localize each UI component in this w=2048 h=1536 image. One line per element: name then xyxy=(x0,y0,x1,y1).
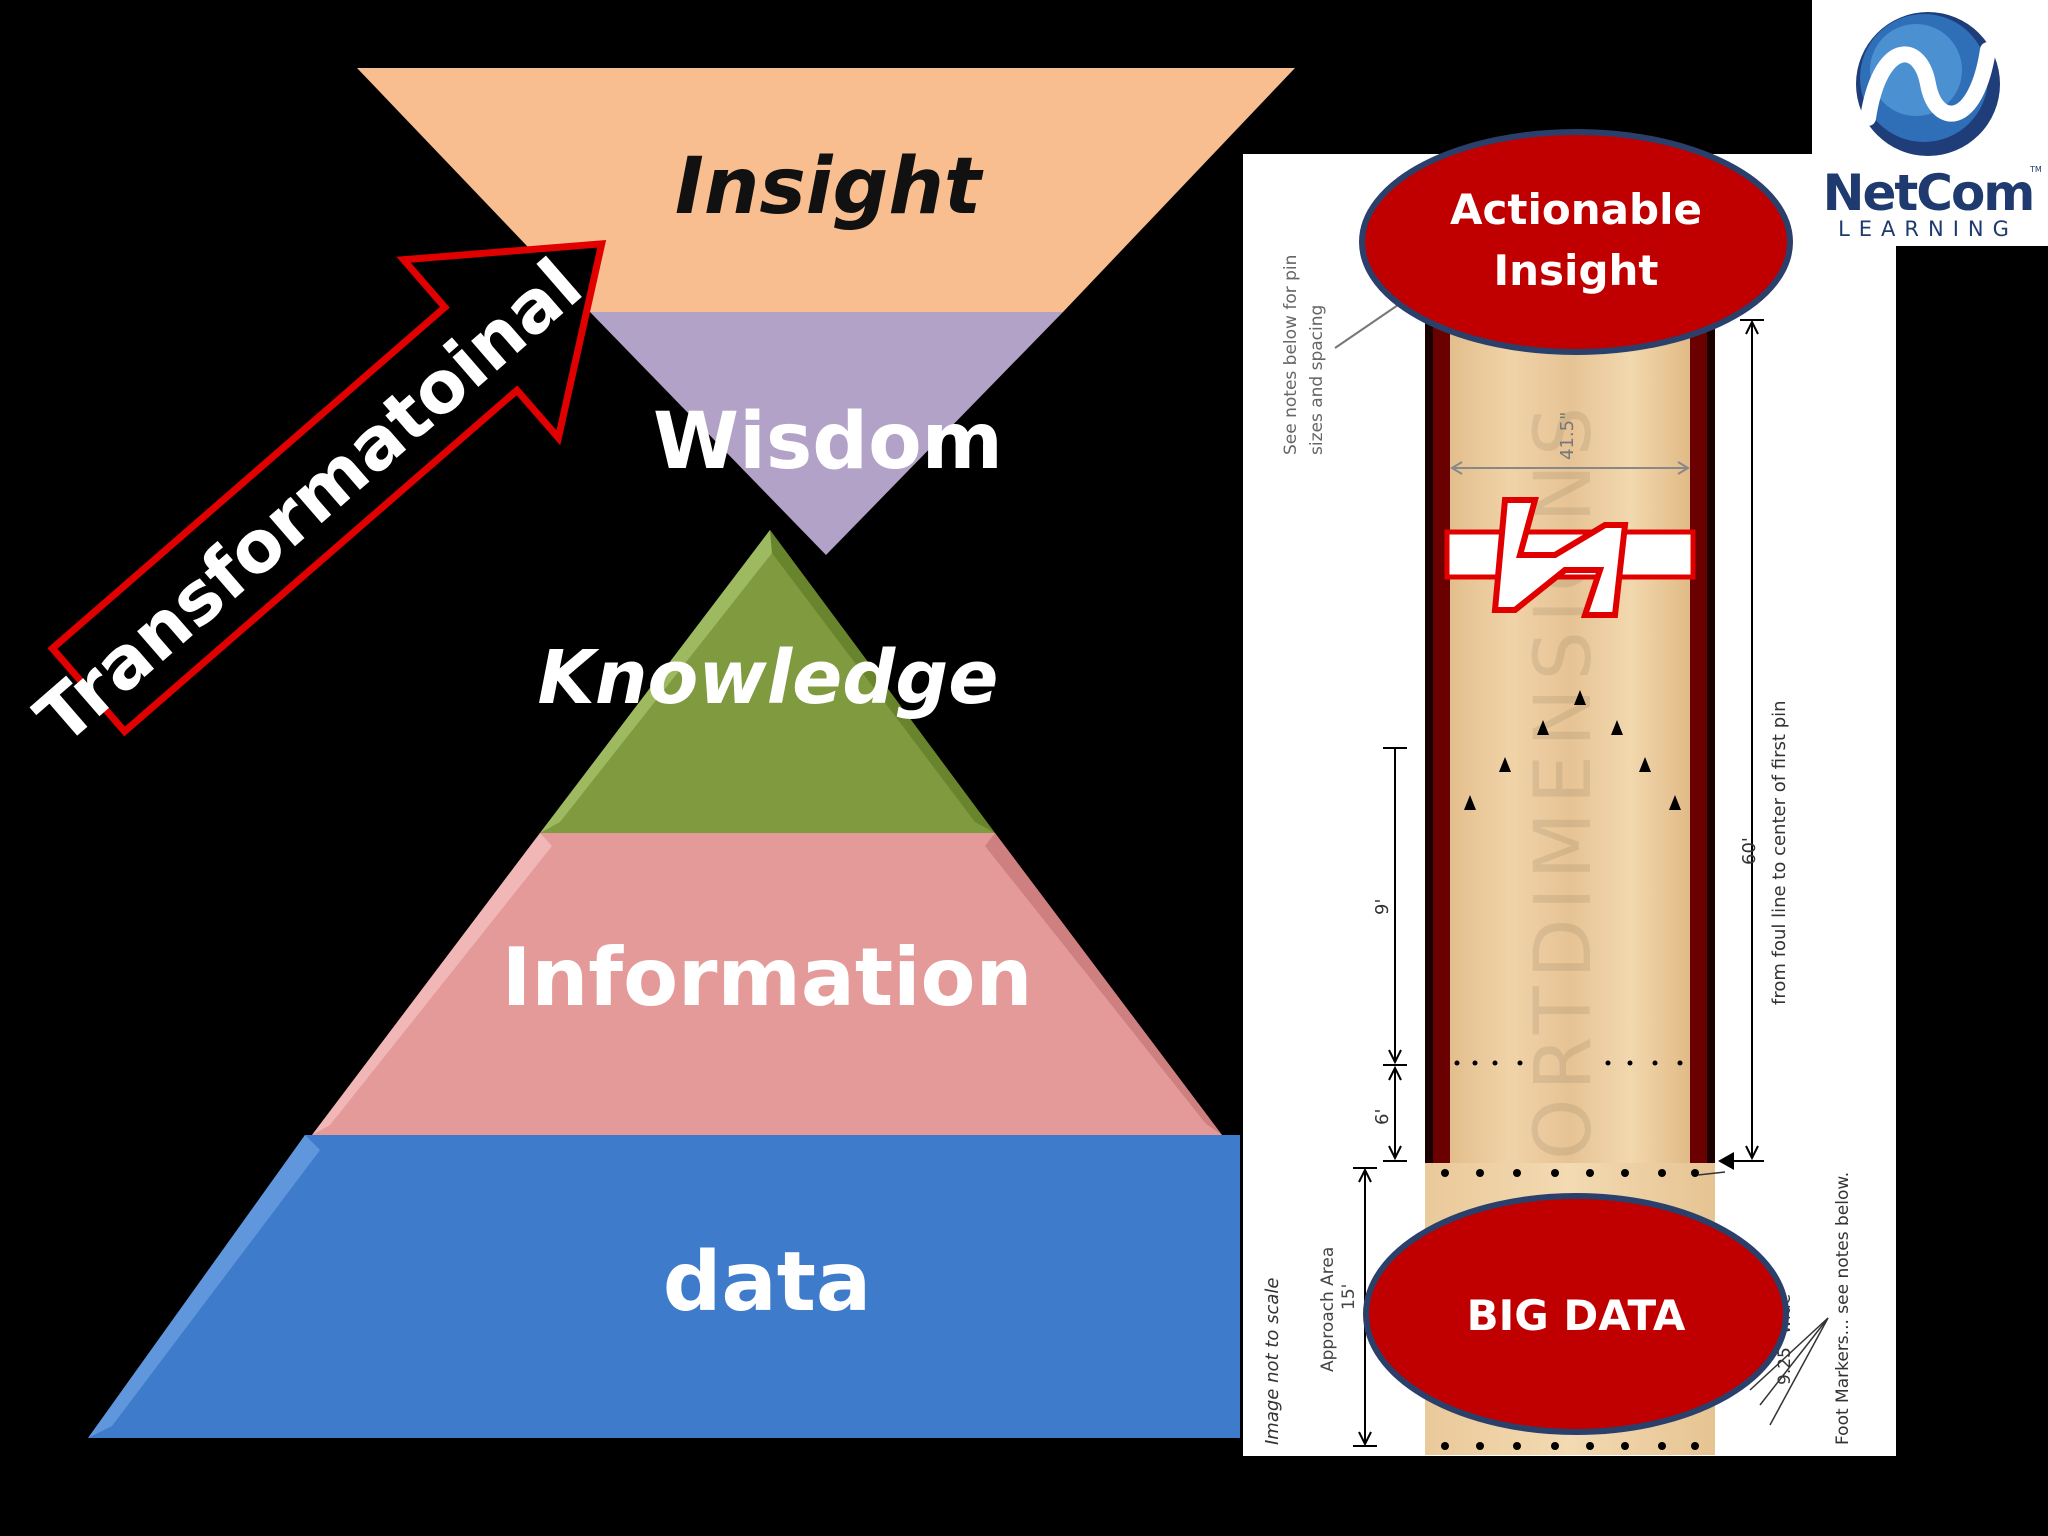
actionable-line2: Insight xyxy=(1494,246,1659,295)
lane-surface xyxy=(1450,320,1690,1163)
width-dim-label: 41.5" xyxy=(1557,412,1578,460)
foot-marker-leaders xyxy=(1697,1171,1829,1426)
pyramid-layer-data xyxy=(88,1135,1240,1438)
foul-line-pointer xyxy=(1718,1152,1734,1170)
note-top-line2: sizes and spacing xyxy=(1307,305,1327,455)
pyramid-layer-knowledge xyxy=(540,530,995,833)
netcom-logo: NetCom TM LEARNING xyxy=(1812,0,2048,246)
label-information: Information xyxy=(502,931,1033,1024)
arrow-dots xyxy=(1454,1060,1683,1066)
lane-gutter-left-edge xyxy=(1425,320,1433,1163)
pyramid-layer-knowledge-bevel-right xyxy=(770,530,995,833)
lane-watermark: ORTDIMENSIONS xyxy=(1519,399,1609,1160)
lightning-logo xyxy=(1444,497,1696,618)
approach-label: Approach Area xyxy=(1318,1247,1338,1372)
pyramid-layer-data-bevel xyxy=(88,1135,320,1438)
actionable-insight-oval: Actionable Insight xyxy=(1359,129,1793,355)
dim-9 xyxy=(1383,747,1407,1162)
pin-markers xyxy=(1464,690,1681,810)
pyramid-layer-information-bevel-right xyxy=(985,833,1222,1135)
foot-markers-note: Foot Markers... see notes below. xyxy=(1833,1172,1853,1445)
foul-line-note: from foul line to center of first pin xyxy=(1769,700,1790,1005)
note-top-line1: See notes below for pin xyxy=(1281,255,1301,455)
pyramid-layer-information xyxy=(312,833,1222,1135)
note-top-leader xyxy=(1334,304,1399,349)
funnel-layer-wisdom xyxy=(590,312,1063,555)
big-data-oval: BIG DATA xyxy=(1363,1193,1789,1435)
dim-6-label: 6' xyxy=(1372,1109,1393,1125)
dim-60-label: 60' xyxy=(1739,837,1760,865)
lane-gutter-right-edge xyxy=(1707,320,1715,1163)
pyramid xyxy=(88,530,1240,1438)
label-knowledge: Knowledge xyxy=(538,635,999,721)
big-data-label: BIG DATA xyxy=(1467,1291,1686,1340)
logo-globe-icon xyxy=(1856,12,2000,156)
foul-line-dots xyxy=(1441,1169,1699,1450)
actionable-line1: Actionable xyxy=(1450,185,1702,234)
label-data: data xyxy=(663,1235,872,1330)
approach-dim-label: 15' xyxy=(1339,1284,1359,1310)
arrow-shape xyxy=(47,239,607,737)
width-dimension xyxy=(1450,461,1690,475)
label-insight: Insight xyxy=(675,142,984,232)
label-wisdom: Wisdom xyxy=(653,397,1003,487)
not-to-scale-label: Image not to scale xyxy=(1262,1278,1283,1445)
dim-9-label: 9' xyxy=(1372,899,1393,915)
pyramid-layer-knowledge-bevel xyxy=(540,530,772,833)
logo-tm: TM xyxy=(2029,165,2042,174)
logo-tag: LEARNING xyxy=(1838,217,2018,241)
pyramid-layer-information-bevel xyxy=(312,833,552,1135)
logo-name: NetCom xyxy=(1823,164,2034,222)
